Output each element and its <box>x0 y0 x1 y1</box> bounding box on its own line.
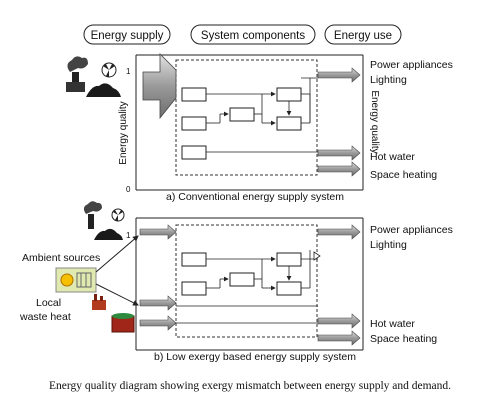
panel-a-right-axis-label: Energy quality <box>369 90 380 153</box>
header-energy-supply: Energy supply <box>83 24 171 45</box>
header-system-components: System components <box>190 24 316 45</box>
panel-b-supply-arrow-high <box>139 224 177 240</box>
panel-a: 1 0 Energy quality Energy quality <box>66 53 453 203</box>
panel-b-use-spaceheating: Space heating <box>370 333 437 345</box>
panel-b-supply-arrow-mid <box>139 295 177 311</box>
panel-b-system-box <box>175 224 318 338</box>
panel-a-left-axis-label: Energy quality <box>118 101 129 164</box>
header-system-components-label: System components <box>201 30 305 42</box>
panel-a-output-arrow-hotwater <box>317 145 361 161</box>
nuclear-icon <box>101 62 117 78</box>
header-energy-use-label: Energy use <box>334 30 392 42</box>
panel-a-output-arrow-power <box>317 67 361 83</box>
panel-a-tick-one: 1 <box>126 67 131 76</box>
panel-a-use-power: Power appliances <box>370 59 453 71</box>
panel-a-system-box <box>175 59 318 176</box>
coal-pile-icon <box>94 228 123 240</box>
panel-b-caption: b) Low exergy based energy supply system <box>154 351 356 363</box>
nuclear-icon <box>111 208 125 222</box>
panel-b-output-arrow-spaceheating <box>317 330 361 346</box>
panel-a-use-hotwater: Hot water <box>370 151 415 163</box>
header-energy-supply-label: Energy supply <box>91 30 164 42</box>
panel-b-use-power: Power appliances <box>370 224 453 236</box>
storage-tank-icon <box>111 313 135 333</box>
panel-a-use-lighting: Lighting <box>370 74 407 86</box>
panel-b-output-arrow-power <box>317 224 361 240</box>
power-plant-icon <box>83 201 102 229</box>
factory-icon <box>92 294 106 310</box>
panel-b-output-arrow-hotwater <box>317 313 361 329</box>
header-energy-use: Energy use <box>324 24 402 45</box>
panel-b-use-lighting: Lighting <box>370 239 407 251</box>
panel-a-output-arrow-spaceheating <box>317 161 361 177</box>
waste-heat-label-line1: Local <box>36 297 61 309</box>
panel-b-supply-arrow-low <box>139 315 177 331</box>
panel-b-use-hotwater: Hot water <box>370 318 415 330</box>
panel-a-supply-arrow <box>142 53 177 120</box>
exergy-diagram: Energy supply System components Energy u… <box>19 24 453 363</box>
figure-caption: Energy quality diagram showing exergy mi… <box>48 380 452 392</box>
solar-panel-icon <box>55 267 97 293</box>
panel-b: Ambient sources Local waste heat 1 <box>19 201 453 363</box>
coal-pile-icon <box>86 83 121 97</box>
panel-a-caption: a) Conventional energy supply system <box>166 191 344 203</box>
panel-a-tick-zero: 0 <box>126 185 131 194</box>
ambient-sources-label: Ambient sources <box>22 252 100 264</box>
power-plant-icon <box>66 56 88 92</box>
panel-a-use-spaceheating: Space heating <box>370 169 437 181</box>
panel-b-tick-one: 1 <box>126 231 131 240</box>
waste-heat-label-line2: waste heat <box>19 311 71 323</box>
